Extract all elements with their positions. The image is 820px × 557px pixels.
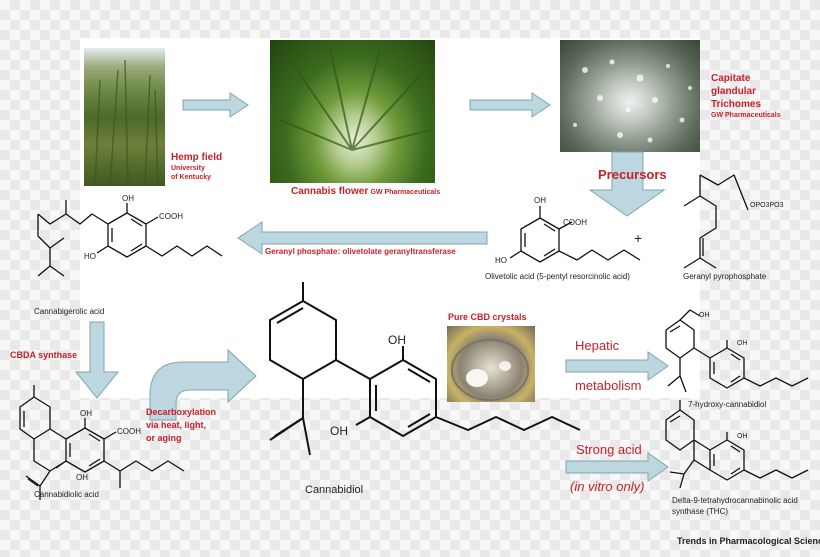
arrow-enzyme-left[interactable] xyxy=(237,221,488,255)
cbga-cooh: COOH xyxy=(159,212,183,221)
cbda-synthase-label: CBDA synthase xyxy=(10,350,78,360)
precursors-label: Precursors xyxy=(598,167,667,182)
cbd-label: Cannabidiol xyxy=(305,484,364,496)
geranyl-pyrophosphate-structure xyxy=(683,174,749,269)
decarb-line3: or aging xyxy=(146,433,182,443)
flower-leaves xyxy=(279,47,431,151)
olivetolic-oh: OH xyxy=(534,196,546,205)
cbd-oh-top: OH xyxy=(388,333,406,347)
decarb-line1: Decarboxylation xyxy=(146,407,217,417)
flower-credit: GW Pharmaceuticals xyxy=(370,189,441,196)
trichome-line3: Trichomes xyxy=(711,99,762,110)
crystal-details xyxy=(451,339,529,401)
hemp-field-title: Hemp field xyxy=(171,152,223,163)
footer-credit: Trends in Pharmacological Sciences xyxy=(677,536,820,546)
olivetolic-acid-structure xyxy=(509,206,641,263)
cbda-oh2: OH xyxy=(76,473,88,482)
trichome-dots xyxy=(573,59,692,143)
crystals-label: Pure CBD crystals xyxy=(448,312,527,322)
trichome-line2: glandular xyxy=(711,86,757,97)
cbga-oh: OH xyxy=(122,194,134,203)
flower-caption: Cannabis flower GW Pharmaceuticals xyxy=(291,186,440,197)
trichome-credit: GW Pharmaceuticals xyxy=(711,112,781,119)
trichome-line1: Capitate xyxy=(711,73,751,84)
olivetolic-ho: HO xyxy=(495,256,507,265)
arrow-precursors-down[interactable] xyxy=(588,151,666,217)
cannabidiol-structure xyxy=(269,282,581,456)
cbda-oh: OH xyxy=(80,409,92,418)
7oh-oh: OH xyxy=(737,340,748,347)
7-hydroxy-cbd-structure xyxy=(665,309,809,393)
geranyl-pp-label: Geranyl pyrophosphate xyxy=(683,272,767,281)
arrow-hemp-to-flower[interactable] xyxy=(182,92,249,118)
thc-structure xyxy=(665,400,809,489)
cbd-oh-bottom: OH xyxy=(330,424,348,438)
plus-sign: + xyxy=(634,230,643,246)
cbda-label: Cannabidiolic acid xyxy=(34,490,99,499)
trichomes-photo xyxy=(560,40,700,152)
decarb-line2: via heat, light, xyxy=(146,420,207,430)
thc-label-2: synthase (THC) xyxy=(672,507,729,516)
hepatic-line1: Hepatic xyxy=(575,338,620,353)
olivetolic-cooh: COOH xyxy=(563,218,587,227)
arrow-decarboxylation[interactable] xyxy=(149,348,257,421)
cbda-cooh: COOH xyxy=(117,427,141,436)
hemp-field-sub1: University xyxy=(171,165,205,172)
cbga-ho: HO xyxy=(84,252,96,261)
hemp-field-photo xyxy=(84,48,165,186)
arrow-hepatic[interactable] xyxy=(565,351,669,381)
enzyme-label: Geranyl phosphate: olivetolate geranyltr… xyxy=(265,247,456,256)
arrow-cbga-down[interactable] xyxy=(74,321,120,399)
hepatic-line2: metabolism xyxy=(575,378,642,393)
in-vitro-label: (in vitro only) xyxy=(570,479,645,494)
thc-oh: OH xyxy=(737,433,748,440)
cannabigerolic-acid-structure xyxy=(37,200,223,277)
hemp-stalks xyxy=(94,59,159,187)
cannabis-flower-photo xyxy=(270,40,435,183)
cannabidiolic-acid-structure xyxy=(19,385,185,500)
7oh-cbd-label: 7-hydroxy-cannabidiol xyxy=(688,400,767,409)
thc-label-1: Delta-9-tetrahydrocannabinolic acid xyxy=(672,496,798,505)
7oh-oh-top: OH xyxy=(699,312,710,319)
flower-title: Cannabis flower xyxy=(291,186,369,197)
arrow-flower-to-trichomes[interactable] xyxy=(469,92,551,118)
strong-acid-label: Strong acid xyxy=(576,442,642,457)
hemp-field-sub2: of Kentucky xyxy=(171,174,212,181)
olivetolic-acid-label: Olivetolic acid (5-pentyl resorcinolic a… xyxy=(485,272,630,281)
cbga-label: Cannabigerolic acid xyxy=(34,307,105,316)
opp-label: OPO3PO3 xyxy=(750,202,784,209)
arrow-strong-acid[interactable] xyxy=(565,452,669,482)
